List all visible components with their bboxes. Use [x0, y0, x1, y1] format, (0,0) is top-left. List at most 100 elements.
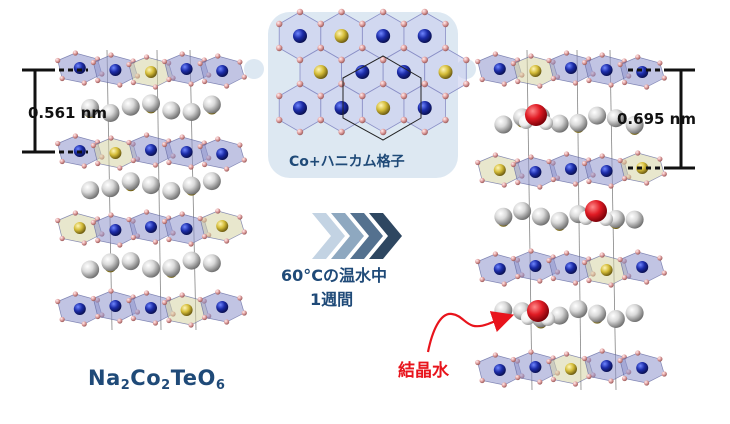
- oxygen-atom: [492, 251, 498, 257]
- oxygen-atom: [492, 51, 498, 57]
- oxygen-atom: [572, 80, 579, 86]
- cobalt-atom: [396, 65, 411, 79]
- oxygen-atom: [635, 54, 641, 60]
- oxygen-atom: [528, 154, 534, 160]
- oxygen-atom: [81, 80, 87, 86]
- sodium-atom: [606, 309, 625, 328]
- cobalt-atom: [565, 163, 577, 175]
- cobalt-atom: [334, 101, 349, 115]
- honeycomb-lattice: [276, 8, 470, 141]
- cobalt-atom: [180, 63, 193, 75]
- crystal-water-label: 結晶水: [398, 361, 449, 381]
- oxygen-atom: [442, 20, 449, 28]
- water-oxygen-atom: [525, 104, 547, 126]
- sodium-atom: [550, 306, 569, 325]
- sodium-atom: [162, 181, 181, 200]
- oxygen-atom: [442, 44, 449, 52]
- oxygen-atom: [338, 56, 345, 64]
- oxygen-atom: [276, 20, 283, 28]
- oxygen-atom: [510, 255, 516, 262]
- oxygen-atom: [59, 75, 65, 82]
- oxygen-atom: [479, 377, 485, 384]
- oxygen-atom: [479, 177, 485, 184]
- oxygen-atom: [59, 235, 65, 242]
- formula-subscript: 2: [120, 378, 131, 393]
- oxygen-atom: [644, 279, 650, 285]
- oxygen-atom: [338, 8, 345, 16]
- oxygen-atom: [586, 178, 592, 185]
- oxygen-atom: [188, 322, 194, 328]
- oxygen-atom: [563, 250, 570, 256]
- oxygen-atom: [563, 351, 570, 357]
- oxygen-atom: [661, 75, 667, 81]
- oxygen-atom: [550, 376, 556, 383]
- oxygen-atom: [379, 80, 387, 88]
- oxygen-atom: [117, 165, 123, 171]
- oxygen-atom: [586, 373, 592, 380]
- oxygen-atom: [317, 92, 324, 100]
- cobalt-atom: [493, 364, 506, 376]
- cobalt-atom: [493, 263, 506, 275]
- oxygen-atom: [635, 249, 641, 255]
- oxygen-atom: [475, 159, 481, 166]
- oxygen-atom: [661, 270, 667, 276]
- oxygen-atom: [550, 75, 556, 82]
- oxygen-atom: [81, 163, 87, 169]
- water-pointer-arrow: [426, 311, 515, 353]
- oxygen-atom: [479, 76, 485, 83]
- cobalt-atom: [565, 262, 577, 274]
- oxygen-atom: [161, 141, 168, 148]
- sodium-atom: [101, 103, 120, 122]
- oxygen-atom: [442, 92, 449, 100]
- oxygen-atom: [537, 184, 543, 190]
- condition-temperature: 60°Cの温水中: [281, 266, 388, 285]
- oxygen-atom: [546, 358, 552, 365]
- cobalt-atom: [216, 148, 229, 160]
- oxygen-atom: [197, 215, 203, 222]
- oxygen-atom: [317, 116, 324, 124]
- oxygen-atom: [72, 50, 78, 56]
- oxygen-atom: [635, 350, 641, 356]
- oxygen-atom: [197, 143, 203, 150]
- sodium-atom: [569, 113, 588, 132]
- oxygen-atom: [72, 133, 78, 139]
- oxygen-atom: [188, 81, 194, 87]
- oxygen-atom: [55, 298, 61, 305]
- oxygen-atom: [661, 171, 667, 177]
- oxygen-atom: [201, 314, 208, 321]
- sodium-atom: [142, 94, 160, 113]
- cobalt-atom: [600, 360, 613, 372]
- oxygen-atom: [276, 44, 283, 52]
- sodium-atom: [81, 260, 100, 279]
- oxygen-atom: [237, 142, 243, 148]
- oxygen-atom: [215, 53, 221, 59]
- sodium-atom: [588, 106, 607, 125]
- oxygen-atom: [528, 53, 534, 59]
- oxygen-atom: [117, 82, 123, 88]
- cobalt-atom: [180, 146, 193, 158]
- oxygen-atom: [546, 57, 552, 64]
- oxygen-atom: [400, 92, 408, 100]
- oxygen-atom: [510, 60, 516, 67]
- oxygen-atom: [617, 61, 623, 68]
- oxygen-atom: [479, 276, 485, 283]
- arrow-chevron: [350, 213, 383, 259]
- oxygen-atom: [599, 52, 605, 58]
- oxygen-atom: [515, 78, 521, 85]
- oxygen-atom: [572, 381, 579, 387]
- interlayer-distance-right: 0.695 nm: [617, 110, 696, 128]
- oxygen-atom: [130, 79, 136, 86]
- oxygen-atom: [95, 313, 101, 320]
- oxygen-atom: [379, 128, 387, 136]
- oxygen-atom: [635, 150, 641, 156]
- oxygen-atom: [215, 136, 221, 142]
- oxygen-atom: [197, 60, 203, 67]
- oxygen-atom: [143, 290, 150, 296]
- oxygen-atom: [510, 356, 516, 363]
- sodium-atom: [588, 304, 607, 323]
- cobalt-atom: [109, 64, 122, 76]
- oxygen-atom: [515, 273, 521, 280]
- cobalt-atom: [600, 165, 613, 177]
- cobalt-atom: [73, 303, 86, 315]
- tellurium-atom: [493, 164, 506, 176]
